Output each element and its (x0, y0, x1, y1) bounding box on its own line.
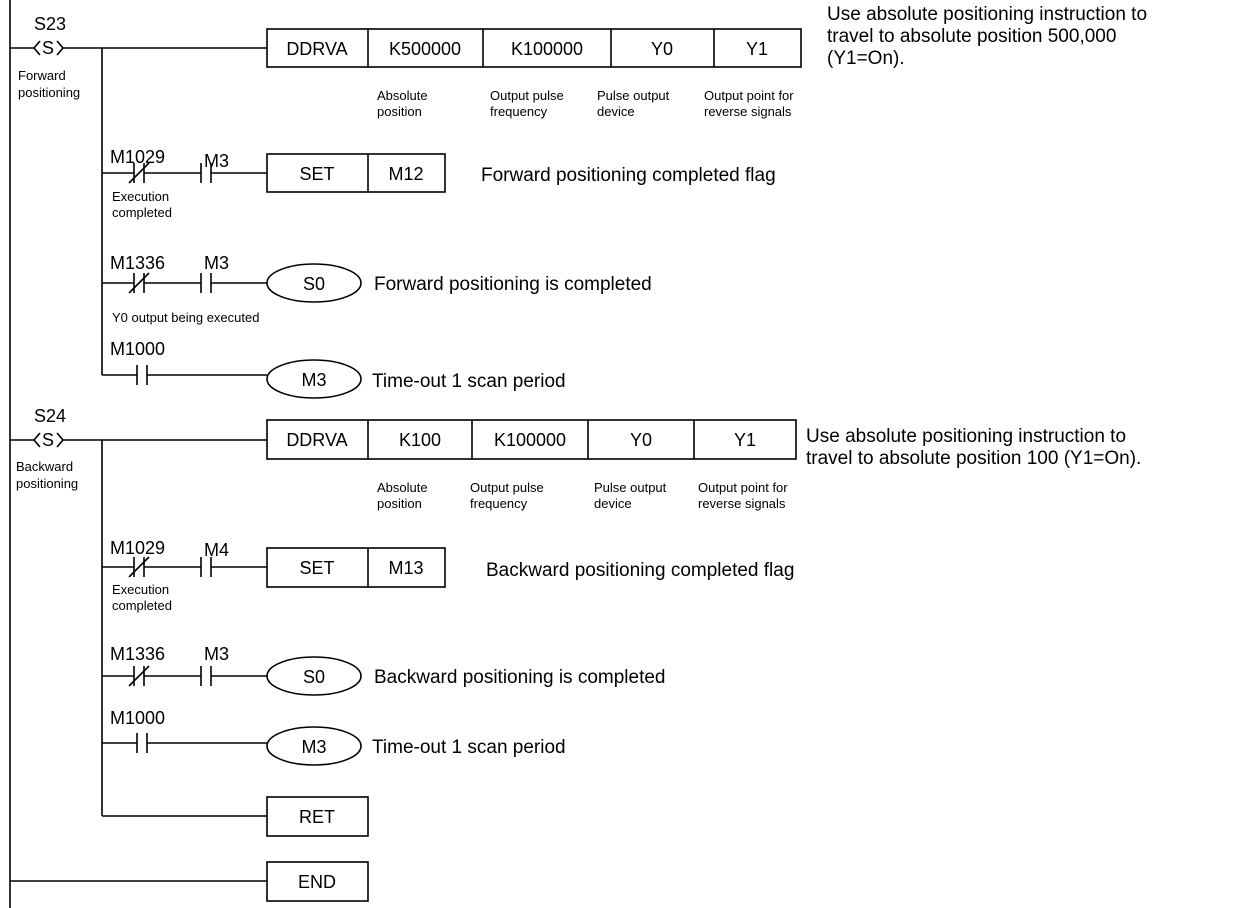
rung-comment: Backward positioning completed flag (486, 560, 794, 581)
step-s23-glyph: S (42, 38, 54, 58)
rung-comment: Time-out 1 scan period (372, 737, 566, 758)
step-s23-bracket-left (32, 40, 41, 56)
contact-label: M3 (204, 644, 229, 664)
contact-note: completed (112, 205, 172, 220)
contact-label: M4 (204, 540, 229, 560)
coil-label: M3 (301, 370, 326, 390)
contact-label: M3 (204, 151, 229, 171)
operand-note: Output pulse (490, 88, 564, 103)
output-coil (266, 726, 362, 766)
contact-note: Y0 output being executed (112, 310, 259, 325)
contact-label: M1000 (110, 339, 165, 359)
instr-operand: K100000 (494, 430, 566, 450)
contact-note: completed (112, 598, 172, 613)
instruction-box (266, 28, 802, 68)
instruction-comment: (Y1=On). (827, 48, 905, 69)
operand-note: position (377, 104, 422, 119)
rung-comment: Forward positioning completed flag (481, 165, 776, 186)
contact-note: Execution (112, 582, 169, 597)
operand-note: Output pulse (470, 480, 544, 495)
nc-contact-slash (128, 162, 150, 184)
instr-opcode: SET (299, 164, 334, 184)
instr-operand: K100000 (511, 39, 583, 59)
nc-contact-slash (128, 272, 150, 294)
instr-operand: M12 (388, 164, 423, 184)
operand-note: Output point for (698, 480, 788, 495)
instr-opcode: END (298, 872, 336, 892)
contact-note: Execution (112, 189, 169, 204)
set-instruction-box (266, 547, 446, 588)
step-s24-desc: Backward (16, 459, 73, 474)
operand-note: position (377, 496, 422, 511)
step-s23-bracket-right (56, 40, 65, 56)
operand-note: reverse signals (704, 104, 792, 119)
output-coil (266, 656, 362, 696)
contact-label: M1029 (110, 147, 165, 167)
instr-operand: M13 (388, 558, 423, 578)
operand-note: Absolute (377, 88, 428, 103)
ret-instruction-box (266, 796, 369, 837)
contact-label: M1000 (110, 708, 165, 728)
step-s24-bracket-right (56, 432, 65, 448)
contact-label: M1336 (110, 644, 165, 664)
step-s24-desc: positioning (16, 476, 78, 491)
operand-note: Pulse output (597, 88, 670, 103)
instr-opcode: SET (299, 558, 334, 578)
instr-operand: K100 (399, 430, 441, 450)
instruction-comment: Use absolute positioning instruction to (806, 426, 1126, 447)
coil-label: M3 (301, 737, 326, 757)
contact-label: M1336 (110, 253, 165, 273)
instr-opcode: RET (299, 807, 335, 827)
rung-comment: Forward positioning is completed (374, 274, 652, 295)
operand-note: device (597, 104, 635, 119)
contact-label: M1029 (110, 538, 165, 558)
instr-operand: K500000 (389, 39, 461, 59)
step-s23-desc: Forward (18, 68, 66, 83)
operand-note: Absolute (377, 480, 428, 495)
step-label-s23: S23 (34, 14, 66, 34)
instr-operand: Y0 (651, 39, 673, 59)
instruction-comment: travel to absolute position 500,000 (827, 26, 1116, 47)
end-instruction-box (266, 861, 369, 902)
instruction-box (266, 419, 797, 460)
rung-comment: Backward positioning is completed (374, 667, 666, 688)
step-label-s24: S24 (34, 406, 66, 426)
step-s24-bracket-left (32, 432, 41, 448)
operand-note: Pulse output (594, 480, 667, 495)
instr-operand: Y0 (630, 430, 652, 450)
instr-operand: Y1 (734, 430, 756, 450)
instruction-comment: travel to absolute position 100 (Y1=On). (806, 448, 1141, 469)
output-coil (266, 263, 362, 303)
instr-operand: Y1 (746, 39, 768, 59)
operand-note: Output point for (704, 88, 794, 103)
operand-note: reverse signals (698, 496, 786, 511)
nc-contact-slash (128, 665, 150, 687)
nc-contact-slash (128, 556, 150, 578)
coil-label: S0 (303, 667, 325, 687)
rung-comment: Time-out 1 scan period (372, 371, 566, 392)
set-instruction-box (266, 153, 446, 193)
step-s23-desc: positioning (18, 85, 80, 100)
instruction-comment: Use absolute positioning instruction to (827, 4, 1147, 25)
instr-opcode: DDRVA (286, 39, 347, 59)
step-s24-glyph: S (42, 430, 54, 450)
contact-label: M3 (204, 253, 229, 273)
instr-opcode: DDRVA (286, 430, 347, 450)
operand-note: frequency (470, 496, 528, 511)
coil-label: S0 (303, 274, 325, 294)
operand-note: frequency (490, 104, 548, 119)
operand-note: device (594, 496, 632, 511)
output-coil (266, 359, 362, 399)
